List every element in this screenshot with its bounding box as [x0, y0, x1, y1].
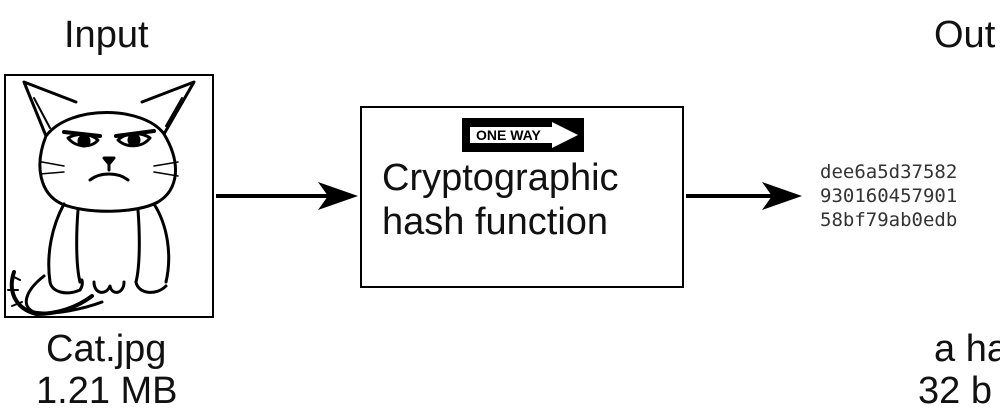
output-description: a ha — [934, 328, 1000, 370]
cat-image — [4, 74, 214, 318]
input-file-size: 1.21 MB — [36, 370, 178, 412]
one-way-sign: ONE WAY — [462, 118, 584, 152]
hash-line: 58bf79ab0edb — [820, 209, 958, 231]
hash-function-line2: hash function — [382, 201, 609, 243]
output-arrow — [686, 182, 802, 210]
output-size: 32 b — [918, 370, 992, 412]
output-title: Out — [934, 14, 996, 56]
input-file-name: Cat.jpg — [46, 328, 167, 370]
hash-output-value: dee6a5d37582 930160457901 58bf79ab0edb — [820, 160, 957, 232]
hash-line: 930160457901 — [820, 185, 958, 207]
one-way-sign-text: ONE WAY — [476, 127, 541, 143]
input-title: Input — [64, 14, 149, 56]
input-arrow — [216, 182, 358, 210]
grumpy-cat-illustration — [7, 80, 196, 316]
hash-line: dee6a5d37582 — [820, 161, 958, 183]
hash-function-box: ONE WAY Cryptographic hash function — [360, 106, 684, 288]
hash-function-label: Cryptographic hash function — [382, 156, 682, 244]
hash-function-line1: Cryptographic — [382, 157, 619, 199]
